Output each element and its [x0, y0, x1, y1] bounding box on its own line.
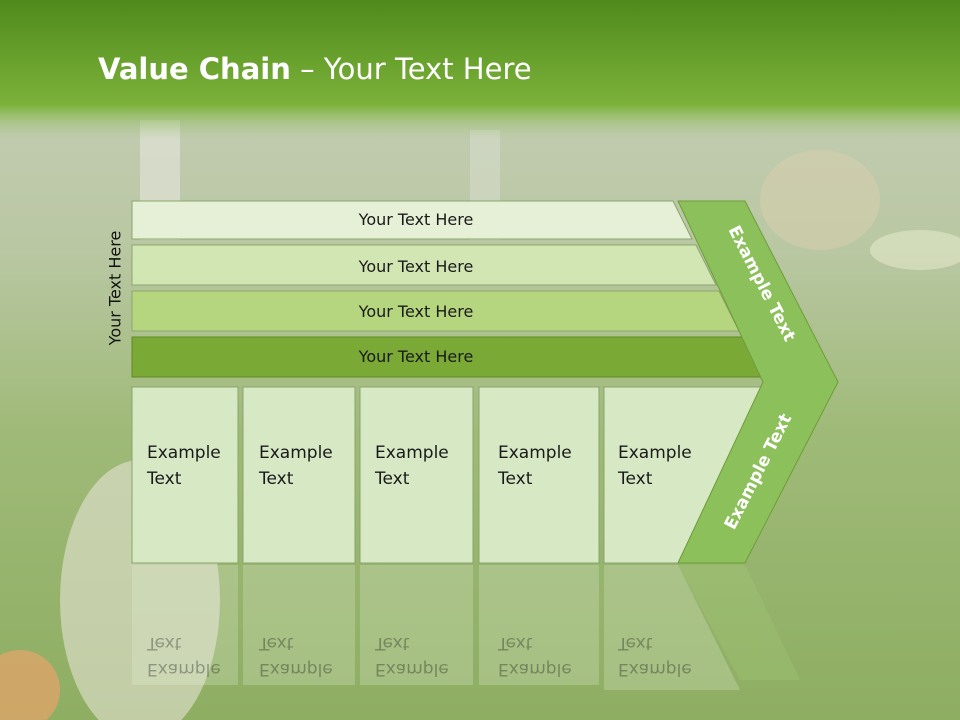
cell-1-line1: Example [147, 443, 221, 463]
cell-3-reflection: Example Text [375, 630, 449, 682]
bar-2-label: Your Text Here [358, 257, 474, 276]
cell-4-text: Example Text [498, 440, 572, 492]
title-rest: – Your Text Here [290, 52, 532, 86]
cell-3 [359, 386, 474, 564]
cell-4-reflection-line2: Text [498, 633, 533, 653]
chevron-arrow [677, 200, 839, 564]
cell-4-line1: Example [498, 443, 572, 463]
cell-5-reflection: Example Text [618, 630, 692, 682]
cell-2-reflection-line1: Example [259, 659, 333, 679]
bar-1-label: Your Text Here [358, 210, 474, 229]
cell-1-reflection-line1: Example [147, 659, 221, 679]
cell-2-reflection: Example Text [259, 630, 333, 682]
support-bars: Your Text Here Your Text Here Your Text … [131, 200, 764, 378]
cell-2-line1: Example [259, 443, 333, 463]
cell-4-reflection-line1: Example [498, 659, 572, 679]
cell-4-line2: Text [498, 469, 533, 489]
cell-5-reflection-line1: Example [618, 659, 692, 679]
cell-3-text: Example Text [375, 440, 449, 492]
cell-3-reflection-line2: Text [375, 633, 410, 653]
cell-5-line1: Example [618, 443, 692, 463]
cell-3-line1: Example [375, 443, 449, 463]
bar-2 [131, 244, 717, 286]
cell-5-text: Example Text [618, 440, 692, 492]
cell-1-text: Example Text [147, 440, 221, 492]
bar-4-label: Your Text Here [358, 347, 474, 366]
cell-1-line2: Text [147, 469, 182, 489]
bar-3-label: Your Text Here [358, 302, 474, 321]
title-bold: Value Chain [98, 52, 291, 86]
cell-1 [131, 386, 239, 564]
cell-4 [478, 386, 600, 564]
cell-4-reflection: Example Text [498, 630, 572, 682]
cell-2-text: Example Text [259, 440, 333, 492]
primary-cells [131, 386, 762, 564]
cell-2 [242, 386, 356, 564]
cell-2-reflection-line2: Text [259, 633, 294, 653]
page-title: Value Chain – Your Text Here [98, 52, 532, 86]
cell-2-line2: Text [259, 469, 294, 489]
cell-5-line2: Text [618, 469, 653, 489]
cell-1-reflection-line2: Text [147, 633, 182, 653]
bar-1 [131, 200, 693, 240]
cell-1-reflection: Example Text [147, 630, 221, 682]
cell-5-reflection-line2: Text [618, 633, 653, 653]
cell-3-reflection-line1: Example [375, 659, 449, 679]
cell-3-line2: Text [375, 469, 410, 489]
reflection [132, 565, 800, 690]
